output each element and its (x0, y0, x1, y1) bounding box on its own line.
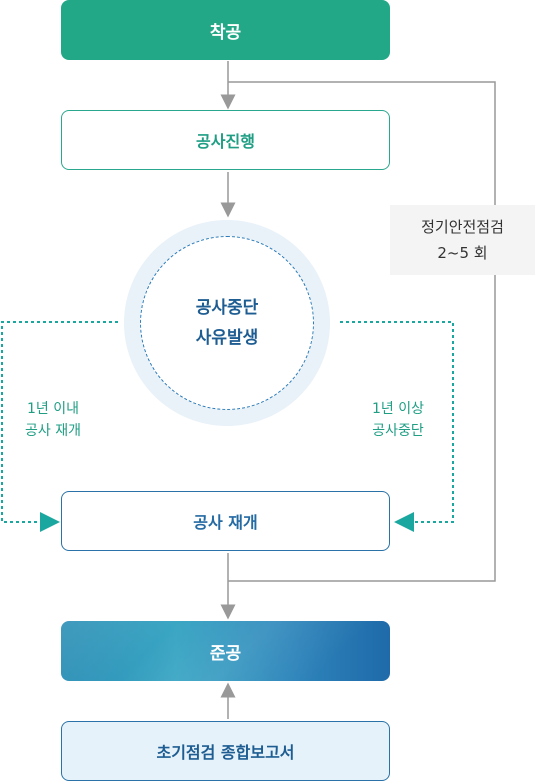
branch-left-label: 1년 이내 공사 재개 (0, 398, 106, 442)
step-complete-label: 준공 (209, 643, 242, 664)
step-complete: 준공 (61, 621, 390, 681)
step-report-label: 초기점검 종합보고서 (156, 743, 295, 762)
step-progress-label: 공사진행 (196, 132, 255, 151)
stop-reason-inner: 공사중단 사유발생 (140, 236, 314, 410)
step-progress: 공사진행 (61, 110, 390, 170)
step-report: 초기점검 종합보고서 (61, 721, 390, 781)
branch-right-line2: 공사중단 (372, 423, 424, 439)
step-resume: 공사 재개 (61, 491, 390, 551)
branch-right-label: 1년 이상 공사중단 (350, 398, 446, 442)
stop-reason-line2: 사유발생 (195, 328, 259, 348)
step-resume-label: 공사 재개 (193, 513, 258, 532)
branch-right-line1: 1년 이상 (372, 401, 424, 417)
inspection-box: 정기안전점검 2~5 회 (390, 205, 535, 275)
left-branch-dotted (1, 321, 118, 532)
step-start-label: 착공 (209, 22, 242, 43)
stop-reason-line1: 공사중단 (195, 298, 259, 318)
right-branch-dotted (340, 321, 454, 532)
inspection-line1: 정기안전점검 (421, 218, 504, 236)
inspection-line2: 2~5 회 (437, 244, 488, 262)
branch-left-line2: 공사 재개 (25, 423, 81, 439)
step-start: 착공 (61, 0, 390, 60)
branch-left-line1: 1년 이내 (27, 401, 79, 417)
inspection-loop-line (228, 81, 496, 582)
